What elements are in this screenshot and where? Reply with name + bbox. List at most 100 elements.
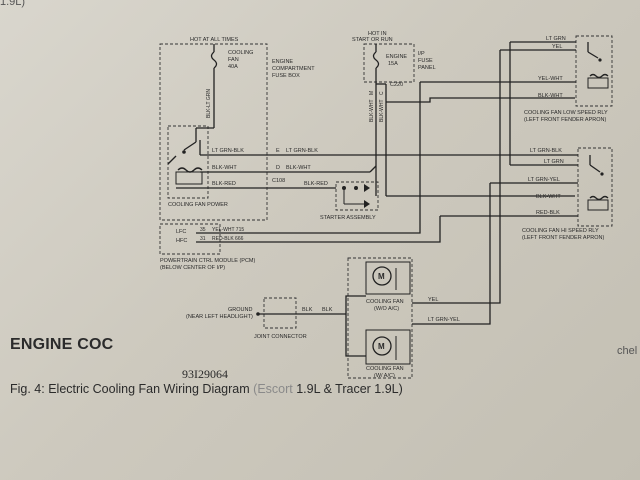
fan-wire-2-label: LT GRN-YEL <box>428 317 460 323</box>
low-relay-contact <box>598 58 602 62</box>
fans-outline <box>347 257 413 379</box>
hi-relay-arm <box>589 164 601 173</box>
blk-wht-join <box>369 165 377 173</box>
fuse-label-3: 40A <box>228 64 238 70</box>
ip-pin-left-label: M <box>369 91 375 95</box>
hi-relay-contact <box>600 172 604 176</box>
low-relay-wire-3-label: YEL-WHT <box>538 76 563 82</box>
ip-fuse-panel-outline <box>363 43 415 83</box>
pcm-pin-2-wire: RED-BLK 666 <box>212 236 244 242</box>
relay-coil-symbol <box>177 167 203 173</box>
w3-right-label: BLK-RED <box>304 181 328 187</box>
top-clipped-text: 1.9L) <box>0 0 26 8</box>
w1-right-label: LT GRN-BLK <box>286 148 318 154</box>
fuse-box-label-3: FUSE BOX <box>272 73 300 79</box>
hi-speed-relay-outline <box>577 147 613 227</box>
pcm-pin-2-name: HFC <box>176 238 187 244</box>
caption-end: 1.9L & Tracer 1.9L) <box>296 382 403 396</box>
pcm-pin-1-wire: YEL-WHT 715 <box>212 227 244 233</box>
low-relay-arm <box>587 51 599 59</box>
fuse-label-1: COOLING <box>228 50 253 56</box>
engine-fuse-label-2: 15A <box>388 61 398 67</box>
starter-diode <box>364 184 370 192</box>
starter-terminal-2 <box>354 186 358 190</box>
relay-contact-point <box>182 150 186 154</box>
ground-joint: GROUND (NEAR LEFT HEADLIGHT) BLK BLK JOI… <box>186 295 366 357</box>
hot-in-label: HOT IN <box>368 31 387 37</box>
fuse-label-2: FAN <box>228 57 239 63</box>
cooling-fan-power-relay <box>167 125 209 199</box>
starter-assembly: STARTER ASSEMBLY <box>320 181 379 221</box>
ground-wire-2-label: BLK <box>322 307 333 313</box>
low-relay-coil-box <box>587 77 609 89</box>
fan-w-ac-label-1: COOLING FAN <box>366 366 404 372</box>
hi-relay-wire-3-label: LT GRN-YEL <box>528 177 560 183</box>
pcm-label-2: (BELOW CENTER OF I/P) <box>160 265 225 271</box>
c220-label: C220 <box>390 82 403 88</box>
ip-fuse-panel: HOT IN START OR RUN ENGINE 15A I/P FUSE … <box>352 31 575 197</box>
low-relay-label-1: COOLING FAN LOW SPEED RLY <box>524 110 608 116</box>
joint-connector-outline <box>263 297 297 329</box>
low-relay-wire-1-label: LT GRN <box>546 36 566 42</box>
hi-relay-label-2: (LEFT FRONT FENDER APRON) <box>522 235 604 241</box>
ip-wire-left-label: BLK-WHT <box>369 100 375 123</box>
low-relay-label-2: (LEFT FRONT FENDER APRON) <box>524 117 606 123</box>
caption-main: Fig. 4: Electric Cooling Fan Wiring Diag… <box>10 382 250 396</box>
cooling-fan-fuse-symbol <box>210 51 218 69</box>
fan-yel-wire <box>412 50 501 304</box>
pcm-outline <box>159 223 221 255</box>
ip-panel-label-3: PANEL <box>418 65 436 71</box>
joint-connector-label: JOINT CONNECTOR <box>254 334 307 340</box>
ground-wire-1-label: BLK <box>302 307 313 313</box>
w1-left-label: LT GRN-BLK <box>212 148 244 154</box>
w2-pin-label: D <box>276 165 280 171</box>
ground-label-1: GROUND <box>228 307 252 313</box>
lfc-wire <box>196 82 421 234</box>
section-heading: ENGINE COC <box>10 336 114 353</box>
start-or-run-label: START OR RUN <box>352 37 393 43</box>
w1-pin-label: E <box>276 148 280 154</box>
hi-relay-wire-4-label: BLK-WHT <box>536 194 561 200</box>
low-speed-relay: LT GRN YEL YEL-WHT BLK-WHT COOLING FAN L… <box>420 35 613 123</box>
w3-label: BLK-RED <box>212 181 236 187</box>
pcm: LFC HFC 35 31 YEL-WHT 715 RED-BLK 666 PO… <box>159 82 441 271</box>
low-speed-relay-outline <box>575 35 613 107</box>
ip-panel-label-2: FUSE <box>418 58 433 64</box>
hi-relay-wire-2-label: LT GRN <box>544 159 564 165</box>
relay-contact-arm <box>183 141 197 151</box>
fan-lt-grn-yel-wire <box>412 183 491 325</box>
fan-wo-ac-box <box>365 261 411 295</box>
starter-diode-2 <box>364 200 370 208</box>
w2-right-label: BLK-WHT <box>286 165 311 171</box>
hi-relay-coil <box>589 195 609 201</box>
figure-caption: Fig. 4: Electric Cooling Fan Wiring Diag… <box>10 382 470 397</box>
pcm-pin-2-num: 31 <box>200 236 206 242</box>
hi-relay-wire-5-label: RED-BLK <box>536 210 560 216</box>
engine-fuse-box: HOT AT ALL TIMES COOLING FAN 40A ENGINE … <box>159 37 315 221</box>
ground-to-fan-1 <box>345 295 366 314</box>
ip-panel-label-1: I/P <box>418 51 425 57</box>
low-relay-wire-4-label: BLK-WHT <box>538 93 563 99</box>
ground-point <box>256 312 260 316</box>
low-relay-coil <box>589 73 609 79</box>
fan-w-ac-motor <box>372 336 392 356</box>
pcm-label-1: POWERTRAIN CTRL MODULE (PCM) <box>160 258 256 264</box>
fan-w-ac-box <box>365 329 411 365</box>
relay-diagonal <box>167 155 177 165</box>
pcm-pin-1-num: 35 <box>200 227 206 233</box>
fan-wo-ac-label-2: (W/O A/C) <box>374 306 399 312</box>
cooling-fans: M COOLING FAN (W/O A/C) M COOLING FAN (W… <box>347 42 511 379</box>
fan-wire-1-label: YEL <box>428 297 438 303</box>
fan-wo-ac-motor-symbol: M <box>378 272 385 281</box>
hi-speed-relay: LT GRN-BLK LT GRN LT GRN-YEL BLK-WHT RED… <box>330 147 613 241</box>
hi-relay-label-1: COOLING FAN HI SPEED RLY <box>522 228 599 234</box>
feed-wire-label: BLK-LT GRN <box>206 89 212 118</box>
engine-fuse-label-1: ENGINE <box>386 54 407 60</box>
engine-fuse-symbol <box>372 51 380 69</box>
c108-label: C108 <box>272 178 285 184</box>
side-clipped-text: chel <box>617 345 638 357</box>
fuse-box-label-2: COMPARTMENT <box>272 66 315 72</box>
caption-faded: (Escort <box>253 382 293 396</box>
fuse-box-label-1: ENGINE <box>272 59 293 65</box>
